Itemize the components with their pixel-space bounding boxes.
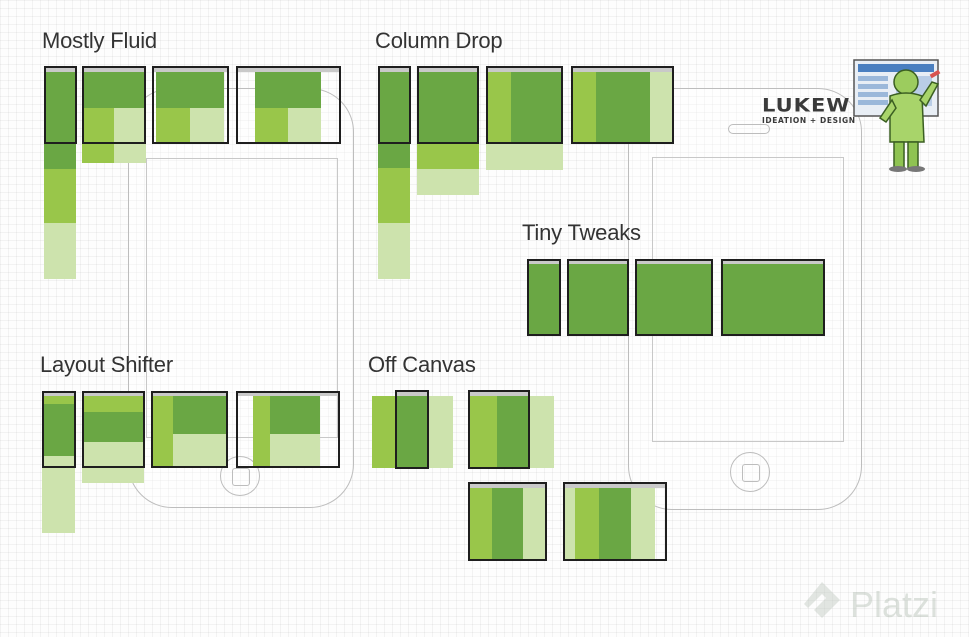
title-off-canvas: Off Canvas — [368, 352, 476, 377]
home-button-right — [730, 452, 770, 492]
home-button-left — [220, 456, 260, 496]
title-mostly-fluid: Mostly Fluid — [42, 28, 157, 53]
logo-name: LUKEW — [762, 94, 851, 116]
title-layout-shifter: Layout Shifter — [40, 352, 173, 377]
speaker-right — [728, 124, 770, 134]
platzi-logo-icon — [804, 582, 840, 618]
platzi-watermark: Platzi — [850, 584, 939, 625]
mascot-illustration — [853, 59, 941, 172]
title-column-drop: Column Drop — [375, 28, 503, 53]
title-tiny-tweaks: Tiny Tweaks — [522, 220, 641, 245]
phone-screen-left — [146, 158, 338, 438]
logo-tagline: IDEATION + DESIGN — [762, 116, 856, 125]
